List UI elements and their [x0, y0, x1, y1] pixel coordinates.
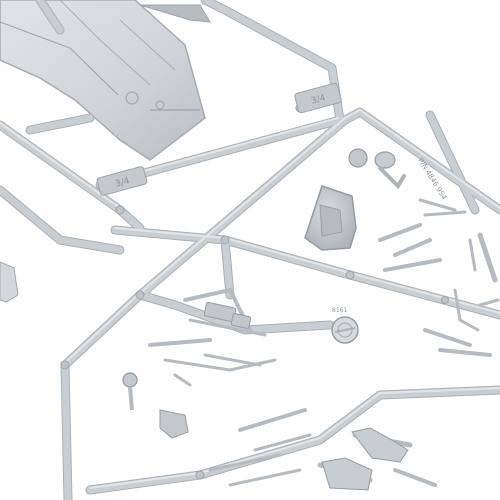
side-part-stub — [0, 261, 19, 303]
part-code-text: 8161 — [332, 307, 347, 314]
mold-text-upper: 3/4 — [310, 93, 327, 106]
instrument-parts — [122, 301, 252, 439]
bottom-shaped-parts — [321, 427, 409, 491]
wing-panel — [0, 0, 211, 161]
mold-text-lower: 3/4 — [114, 176, 131, 189]
mold-tag-lower: 3/4 — [96, 166, 148, 196]
round-part — [331, 316, 359, 344]
mold-tag-upper: 3/4 — [294, 82, 342, 114]
cockpit-seat — [304, 185, 357, 251]
pilot-bust — [348, 148, 406, 190]
